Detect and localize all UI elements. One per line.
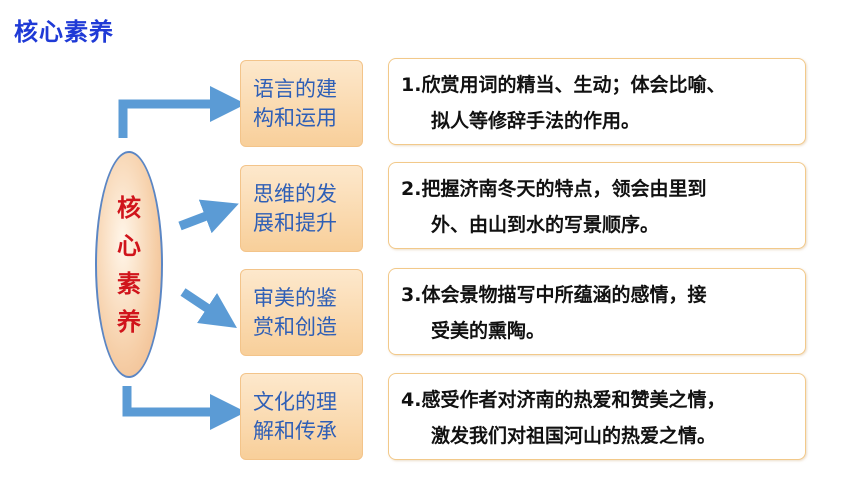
page-title: 核心素养 — [14, 18, 114, 46]
category-label: 展和提升 — [253, 211, 337, 235]
category-label: 语言的建 — [253, 77, 337, 101]
arrow-to-row-2 — [178, 199, 239, 234]
arrow-to-row-4 — [122, 386, 246, 430]
category-thinking: 思维的发 展和提升 — [240, 165, 363, 252]
desc-line: 2.把握济南冬天的特点，领会由里到 — [401, 178, 707, 200]
center-char: 养 — [117, 308, 141, 336]
desc-line: 3.体会景物描写中所蕴涵的感情，接 — [401, 284, 707, 306]
center-char: 素 — [117, 270, 141, 298]
center-char: 心 — [117, 232, 141, 260]
desc-line: 拟人等修辞手法的作用。 — [431, 110, 641, 132]
category-aesthetics: 审美的鉴 赏和创造 — [240, 269, 363, 356]
category-label: 构和运用 — [253, 106, 337, 130]
desc-line: 受美的熏陶。 — [431, 320, 546, 342]
desc-line: 外、由山到水的写景顺序。 — [431, 214, 660, 236]
desc-culture: 4.感受作者对济南的热爱和赞美之情， 激发我们对祖国河山的热爱之情。 — [388, 373, 806, 460]
category-language: 语言的建 构和运用 — [240, 60, 363, 147]
category-label: 审美的鉴 — [253, 286, 337, 310]
category-culture: 文化的理 解和传承 — [240, 373, 363, 460]
arrow-to-row-1 — [118, 86, 246, 138]
desc-line: 激发我们对祖国河山的热爱之情。 — [431, 425, 717, 447]
category-label: 思维的发 — [253, 182, 337, 206]
category-label: 解和传承 — [253, 419, 337, 443]
desc-language: 1.欣赏用词的精当、生动；体会比喻、 拟人等修辞手法的作用。 — [388, 58, 806, 145]
category-label: 赏和创造 — [253, 315, 337, 339]
core-literacy-ellipse: 核 心 素 养 — [95, 151, 163, 378]
category-label: 文化的理 — [253, 390, 337, 414]
center-char: 核 — [117, 194, 141, 222]
arrow-to-row-3 — [180, 288, 237, 328]
desc-thinking: 2.把握济南冬天的特点，领会由里到 外、由山到水的写景顺序。 — [388, 162, 806, 249]
desc-line: 1.欣赏用词的精当、生动；体会比喻、 — [401, 74, 726, 96]
desc-aesthetics: 3.体会景物描写中所蕴涵的感情，接 受美的熏陶。 — [388, 268, 806, 355]
desc-line: 4.感受作者对济南的热爱和赞美之情， — [401, 389, 726, 411]
